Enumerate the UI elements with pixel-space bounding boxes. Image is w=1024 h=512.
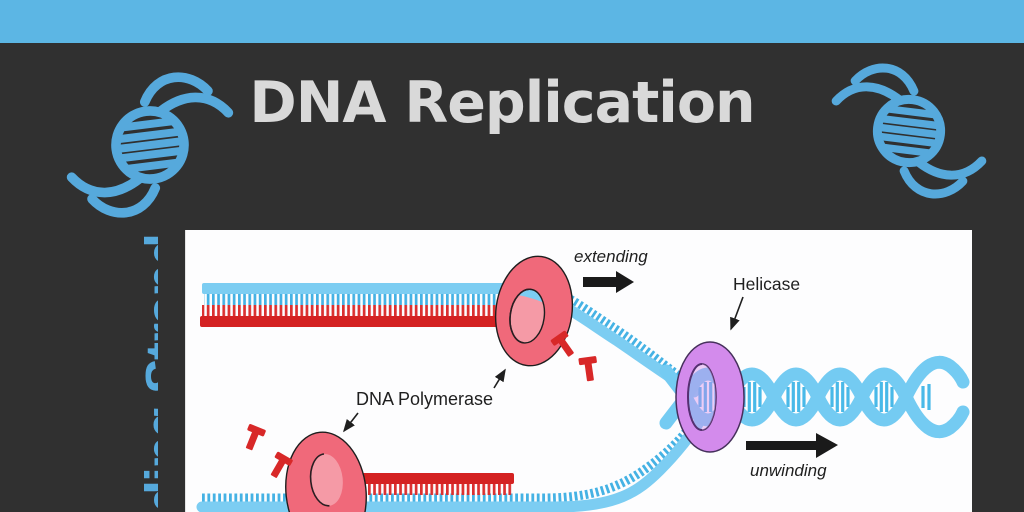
dna-replication-diagram: extending Helicase DNA Polymerase unwind… <box>185 230 972 512</box>
extending-label: extending <box>574 247 648 266</box>
leading-strand-label: Leading Strand <box>135 234 158 512</box>
dna-polymerase-upper-hole <box>509 289 545 343</box>
dna-helix-icon <box>808 28 1009 234</box>
dna-helix-icon <box>45 37 255 253</box>
unwinding-label: unwinding <box>750 461 827 480</box>
bottom-template-strand <box>196 418 704 512</box>
extending-arrow <box>583 271 634 293</box>
free-nucleotides <box>245 330 597 478</box>
side-label-wrap: Leading Strand <box>58 0 158 512</box>
unwinding-arrow <box>746 433 838 458</box>
bottom-red-strand <box>362 473 514 495</box>
dna-polymerase-label: DNA Polymerase <box>356 389 494 409</box>
helicase-ring <box>675 341 745 453</box>
top-accent-bar <box>0 0 1024 43</box>
dna-polymerase-upper <box>494 255 574 367</box>
helicase-label: Helicase <box>733 274 801 294</box>
label-pointer-arrows <box>343 296 744 433</box>
dna-polymerase-lower <box>285 431 367 512</box>
page-title: DNA Replication <box>249 70 755 136</box>
diagram-graphics <box>196 255 970 512</box>
top-duplex-strand <box>200 283 526 327</box>
